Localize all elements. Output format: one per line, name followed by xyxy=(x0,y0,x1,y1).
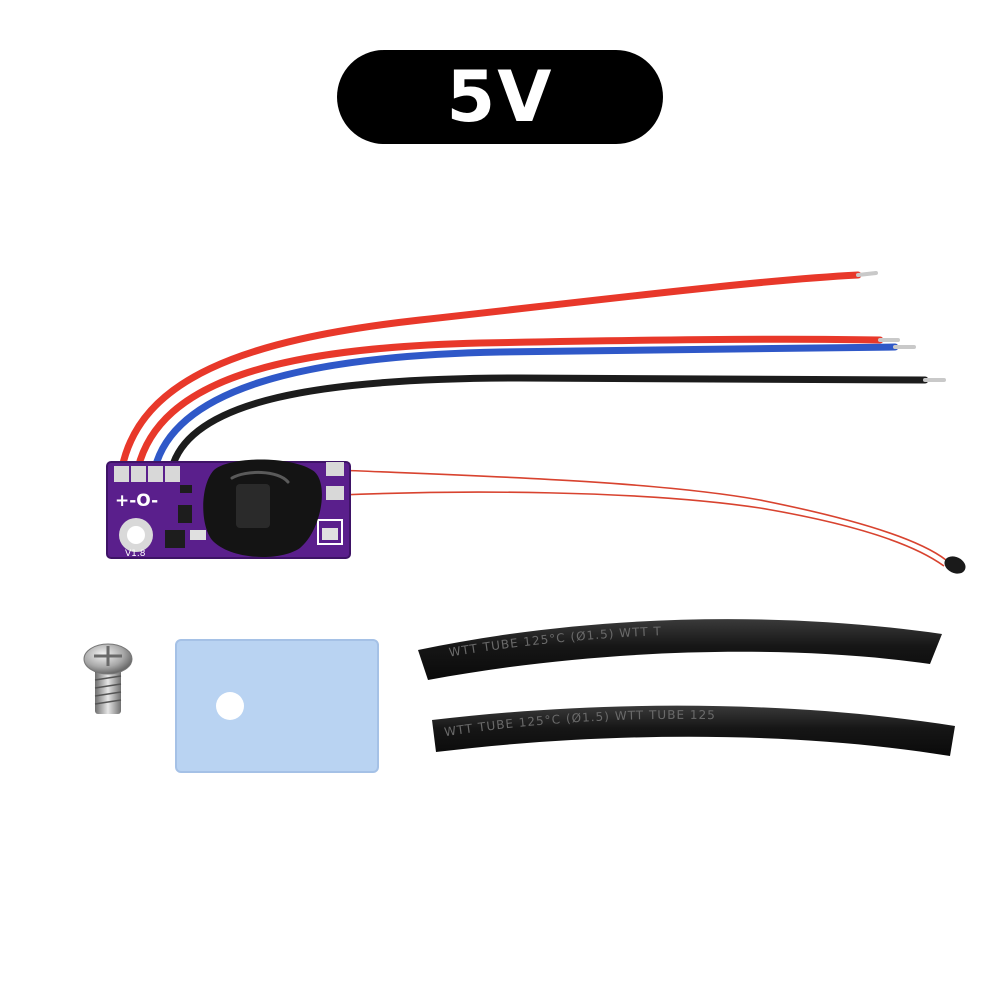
version-silkscreen: V1.8 xyxy=(125,549,146,559)
solder-pad xyxy=(131,466,146,482)
red-wire-inner xyxy=(134,335,884,472)
solder-pad xyxy=(326,486,344,500)
solder-pad xyxy=(114,466,129,482)
heat-shrink-tube-lower: WTT TUBE 125°C (Ø1.5) WTT TUBE 125 xyxy=(432,705,955,756)
lead-wires xyxy=(118,271,946,472)
voltage-label: 5V xyxy=(446,56,554,138)
thermal-pad xyxy=(175,639,379,773)
pcb-board: +-O- V1.8 xyxy=(106,459,351,559)
heat-shrink-tube-upper: WTT TUBE 125°C (Ø1.5) WTT T xyxy=(418,619,942,680)
pin-silkscreen: +-O- xyxy=(115,491,158,511)
solder-pad xyxy=(165,466,180,482)
red-wire-outer-tip xyxy=(856,271,878,277)
blue-wire xyxy=(151,343,899,472)
solder-pad xyxy=(326,462,344,476)
solder-pad xyxy=(148,466,163,482)
thermistor-leads xyxy=(336,469,947,567)
thermistor-bead xyxy=(944,556,966,574)
mounting-screw xyxy=(83,643,133,714)
voltage-badge: 5V xyxy=(337,50,663,144)
thermal-pad-hole xyxy=(216,692,244,720)
black-wire xyxy=(168,374,929,472)
red-wire-outer xyxy=(118,271,862,472)
